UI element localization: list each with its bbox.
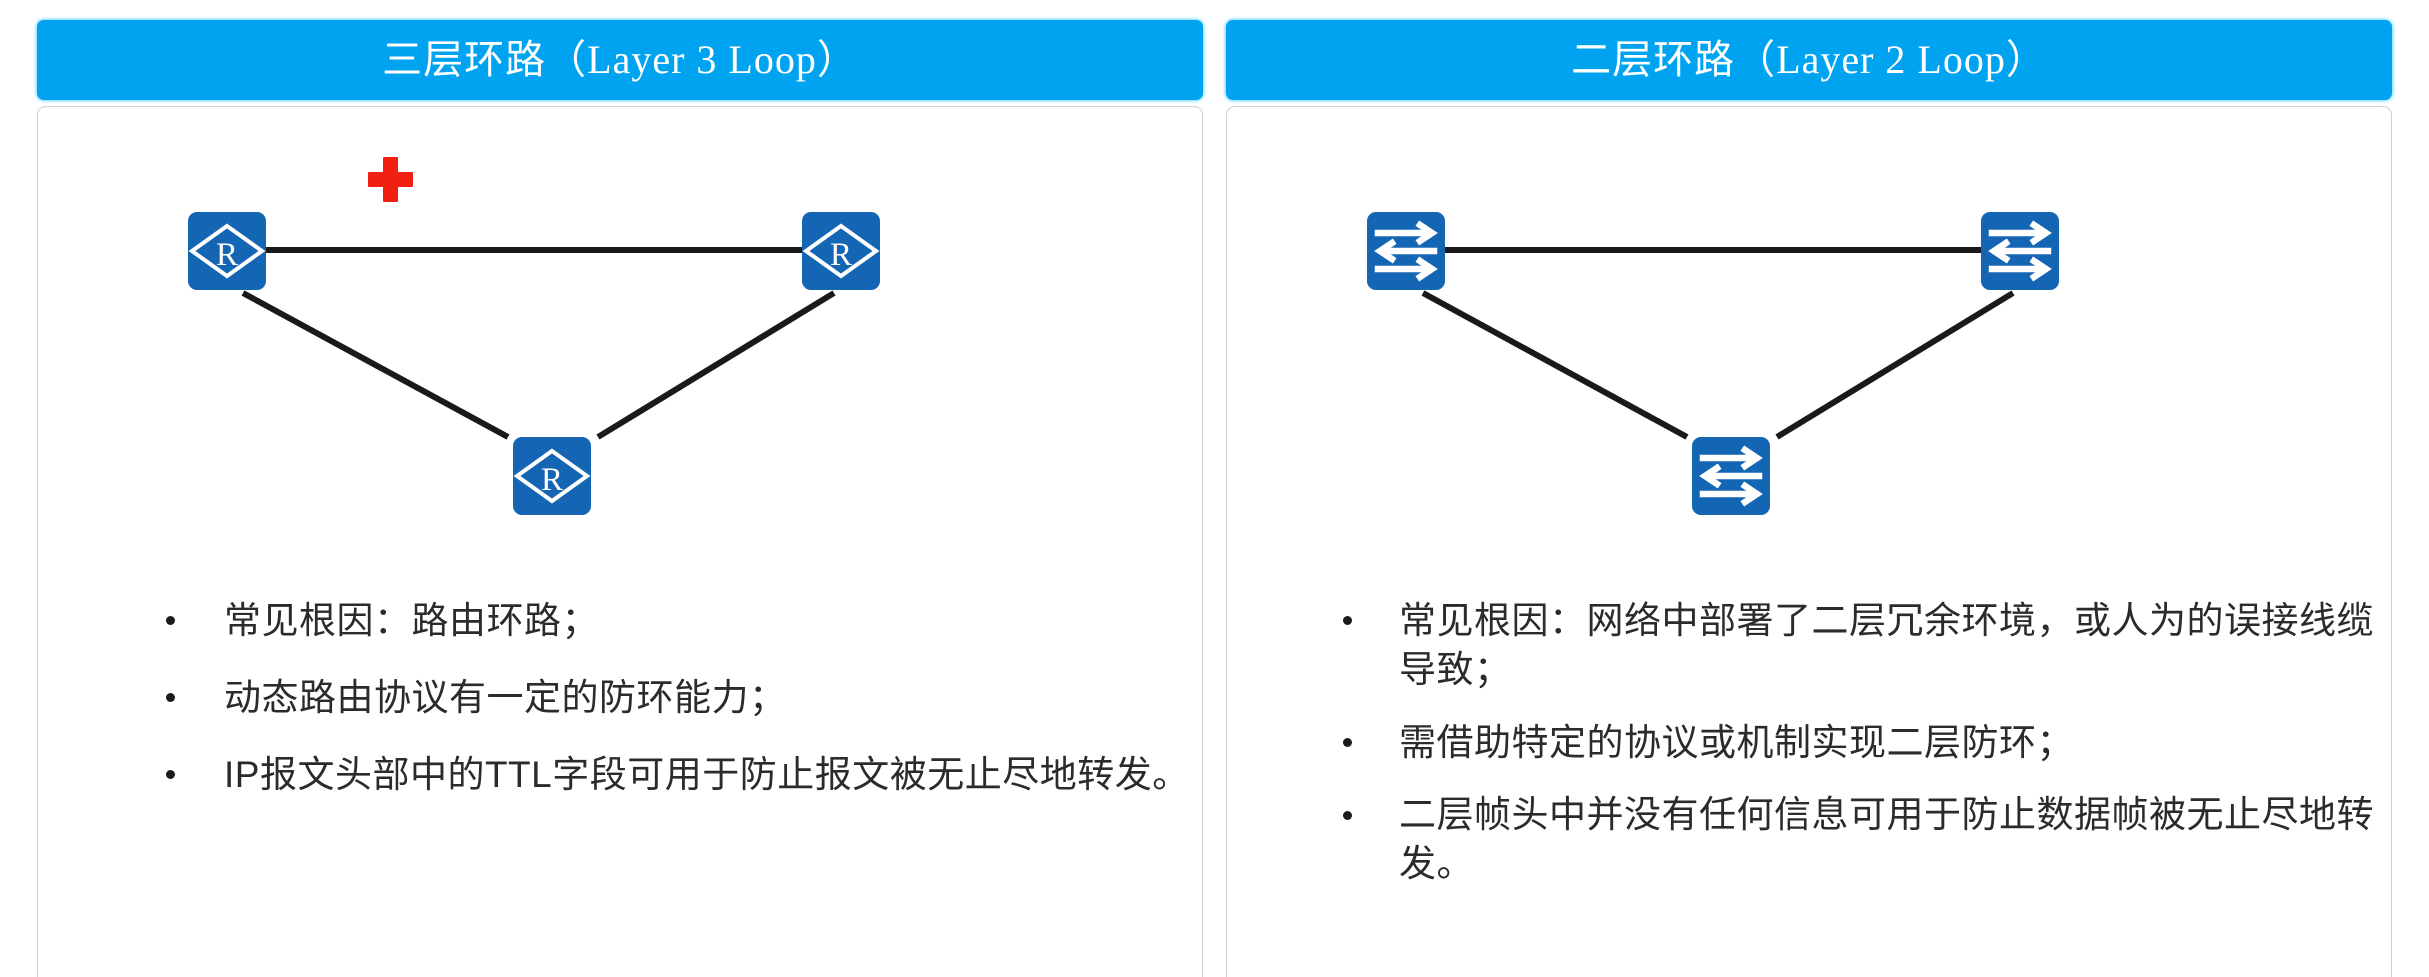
bullet-text: IP报文头部中的TTL字段可用于防止报文被无止尽地转发。	[224, 753, 1190, 795]
list-item: 常见根因：网络中部署了二层冗余环境，或人为的误接线缆导致；	[1227, 597, 2393, 695]
link-topright-bottom	[1775, 290, 2015, 440]
fault-cross-marker	[368, 157, 413, 202]
panel-layer3-loop: 三层环路（Layer 3 Loop）	[37, 0, 1203, 977]
router-node-top-right[interactable]: R	[802, 212, 880, 290]
router-node-bottom[interactable]: R	[513, 437, 591, 515]
switch-arrows-icon	[1378, 225, 1434, 277]
link-topleft-bottom	[241, 290, 510, 440]
list-item: 动态路由协议有一定的防环能力；	[38, 674, 1204, 723]
panel-layer2-loop: 二层环路（Layer 2 Loop）	[1226, 0, 2392, 977]
bullet-list-layer3: 常见根因：路由环路； 动态路由协议有一定的防环能力； IP报文头部中的TTL字段…	[38, 597, 1204, 799]
link-topright-bottom	[596, 290, 836, 440]
panel-header-layer3: 三层环路（Layer 3 Loop）	[37, 20, 1203, 100]
bullet-dot-icon	[166, 769, 175, 779]
list-item: 需借助特定的协议或机制实现二层防环；	[1227, 719, 2393, 768]
bullet-dot-icon	[1343, 810, 1352, 820]
link-topleft-bottom	[1421, 290, 1689, 440]
switch-node-bottom[interactable]	[1692, 437, 1770, 515]
diagram-layer2-loop	[1227, 107, 2393, 527]
switch-node-top-left[interactable]	[1367, 212, 1445, 290]
list-item: IP报文头部中的TTL字段可用于防止报文被无止尽地转发。	[38, 751, 1204, 800]
list-item: 常见根因：路由环路；	[38, 597, 1204, 646]
switch-arrows-icon	[1703, 450, 1759, 502]
panel-body-layer3: R R R	[37, 106, 1203, 977]
svg-text:R: R	[216, 237, 238, 273]
router-node-top-left[interactable]: R	[188, 212, 266, 290]
svg-text:R: R	[541, 462, 563, 498]
bullet-dot-icon	[1343, 737, 1352, 747]
bullet-text: 常见根因：网络中部署了二层冗余环境，或人为的误接线缆导致；	[1399, 600, 2374, 690]
bullet-dot-icon	[166, 616, 175, 626]
panel-title-layer2: 二层环路（Layer 2 Loop）	[1571, 37, 2047, 82]
bullet-text: 常见根因：路由环路；	[224, 600, 599, 641]
bullet-dot-icon	[1343, 616, 1352, 626]
panel-body-layer2: 常见根因：网络中部署了二层冗余环境，或人为的误接线缆导致； 需借助特定的协议或机…	[1226, 106, 2392, 977]
diagram-layer3-loop: R R R	[38, 107, 1204, 527]
bullet-dot-icon	[166, 693, 175, 703]
bullet-text: 需借助特定的协议或机制实现二层防环；	[1399, 721, 2074, 763]
list-item: 二层帧头中并没有任何信息可用于防止数据帧被无止尽地转发。	[1227, 791, 2393, 889]
switch-node-top-right[interactable]	[1981, 212, 2059, 290]
panel-title-layer3: 三层环路（Layer 3 Loop）	[382, 37, 858, 82]
bullet-text: 动态路由协议有一定的防环能力；	[224, 676, 787, 718]
svg-text:R: R	[830, 237, 852, 273]
switch-arrows-icon	[1992, 225, 2048, 277]
topology-links	[241, 247, 838, 440]
topology-links	[1421, 247, 2017, 440]
bullet-list-layer2: 常见根因：网络中部署了二层冗余环境，或人为的误接线缆导致； 需借助特定的协议或机…	[1227, 597, 2393, 913]
panel-header-layer2: 二层环路（Layer 2 Loop）	[1226, 20, 2392, 100]
bullet-text: 二层帧头中并没有任何信息可用于防止数据帧被无止尽地转发。	[1399, 794, 2374, 885]
